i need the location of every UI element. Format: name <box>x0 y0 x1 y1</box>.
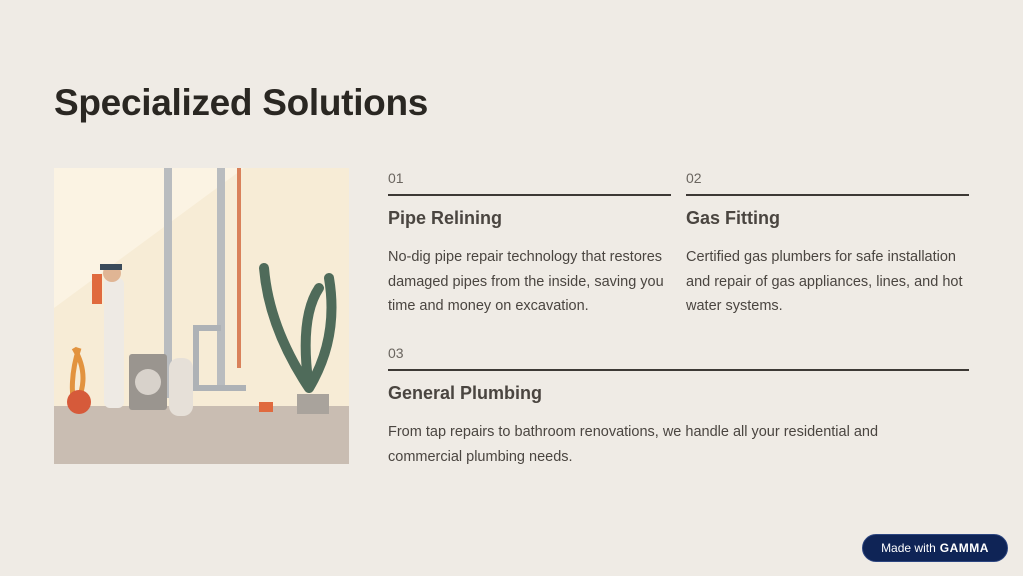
item-title: Pipe Relining <box>388 208 503 228</box>
divider <box>388 194 671 196</box>
item-description: From tap repairs to bathroom renovations… <box>388 424 879 465</box>
item-number: 01 <box>388 170 404 186</box>
badge-prefix: Made with <box>881 541 936 555</box>
divider <box>388 369 969 371</box>
item-title: Gas Fitting <box>686 208 780 228</box>
item-number: 03 <box>388 345 404 361</box>
item-number: 02 <box>686 170 702 186</box>
plumber-illustration <box>54 168 349 464</box>
page-title: Specialized Solutions <box>54 82 429 123</box>
service-item-pipe-relining: 01 Pipe Relining No-dig pipe repair tech… <box>388 170 671 319</box>
item-title: General Plumbing <box>388 383 543 403</box>
divider <box>686 194 969 196</box>
service-item-general-plumbing: 03 General Plumbing From tap repairs to … <box>388 345 969 469</box>
item-description: No-dig pipe repair technology that resto… <box>388 249 664 314</box>
service-item-gas-fitting: 02 Gas Fitting Certified gas plumbers fo… <box>686 170 969 319</box>
badge-brand: GAMMA <box>939 541 989 555</box>
item-description: Certified gas plumbers for safe installa… <box>686 249 963 314</box>
made-with-gamma-badge[interactable]: Made with GAMMA <box>862 534 1008 562</box>
